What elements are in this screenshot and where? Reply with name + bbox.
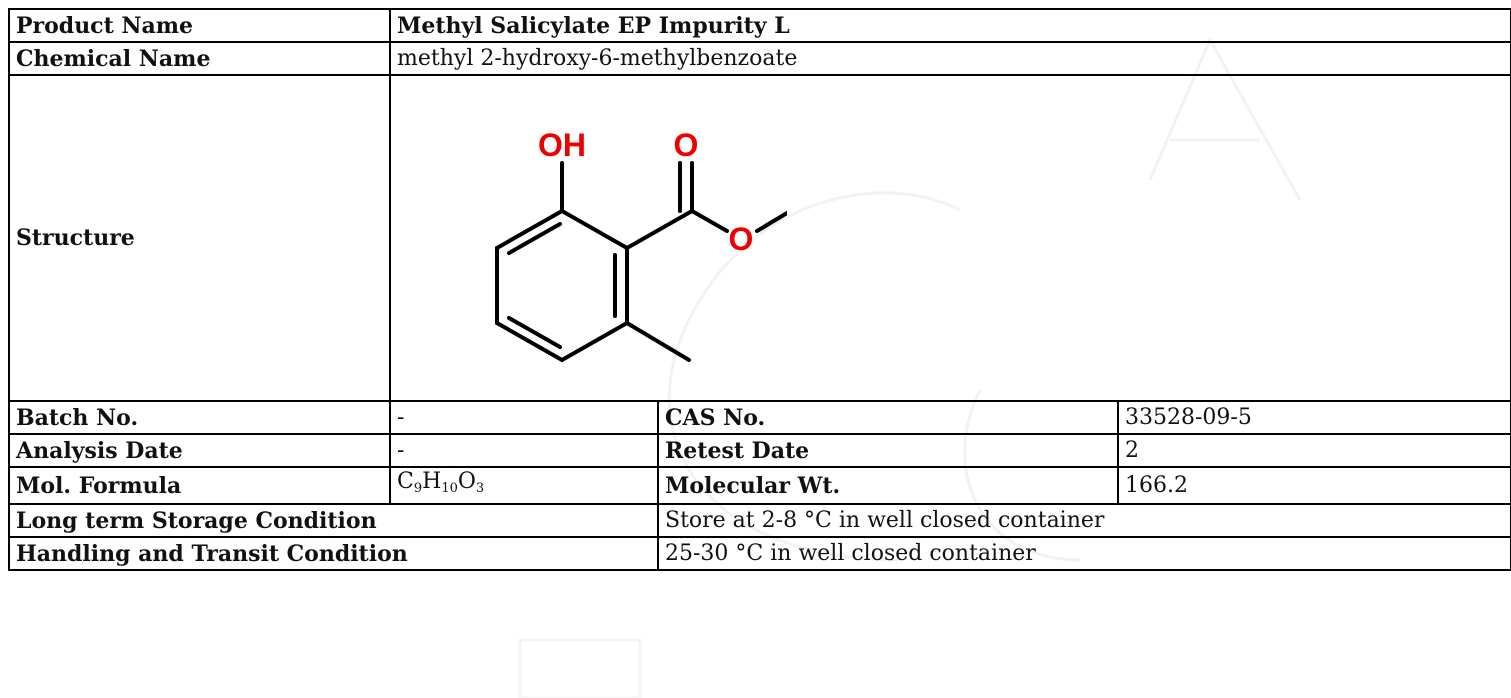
atom-oh-label: OH	[538, 127, 586, 163]
chemical-name-value: methyl 2-hydroxy-6-methylbenzoate	[388, 41, 1511, 76]
product-name-value: Methyl Salicylate EP Impurity L	[388, 8, 1511, 43]
molecular-wt-label: Molecular Wt.	[657, 466, 1119, 505]
molecular-wt-value: 166.2	[1116, 466, 1511, 505]
row-chemical-name: Chemical Name methyl 2-hydroxy-6-methylb…	[8, 41, 1511, 76]
handling-label: Handling and Transit Condition	[8, 536, 659, 571]
retest-date-label: Retest Date	[657, 433, 1119, 468]
batch-no-value: -	[389, 400, 659, 435]
row-analysis-retest: Analysis Date - Retest Date 2	[8, 433, 1511, 468]
product-name-label: Product Name	[8, 8, 391, 43]
mol-formula-value: C9H10O3	[389, 466, 659, 505]
cas-no-label: CAS No.	[657, 400, 1119, 435]
storage-label: Long term Storage Condition	[8, 503, 659, 538]
structure-image-cell: OH O O	[388, 74, 1511, 402]
analysis-date-label: Analysis Date	[8, 433, 391, 468]
handling-value: 25-30 °C in well closed container	[656, 536, 1511, 571]
atom-ester-o-label: O	[729, 221, 754, 257]
row-batch-cas: Batch No. - CAS No. 33528-09-5	[8, 400, 1511, 435]
row-product-name: Product Name Methyl Salicylate EP Impuri…	[8, 8, 1511, 43]
row-formula-weight: Mol. Formula C9H10O3 Molecular Wt. 166.2	[8, 466, 1511, 505]
structure-label: Structure	[8, 74, 391, 402]
atom-carbonyl-o-label: O	[674, 127, 699, 163]
batch-no-label: Batch No.	[8, 400, 391, 435]
cas-no-value: 33528-09-5	[1116, 400, 1511, 435]
row-handling: Handling and Transit Condition 25-30 °C …	[8, 536, 1511, 571]
row-storage: Long term Storage Condition Store at 2-8…	[8, 503, 1511, 538]
mol-formula-label: Mol. Formula	[8, 466, 391, 505]
chemical-structure-diagram: OH O O	[495, 127, 787, 362]
storage-value: Store at 2-8 °C in well closed container	[656, 503, 1511, 538]
coa-table: Product Name Methyl Salicylate EP Impuri…	[8, 8, 1511, 571]
analysis-date-value: -	[389, 433, 659, 468]
chemical-name-label: Chemical Name	[8, 41, 391, 76]
row-structure: Structure	[8, 74, 1511, 402]
retest-date-value: 2	[1116, 433, 1511, 468]
